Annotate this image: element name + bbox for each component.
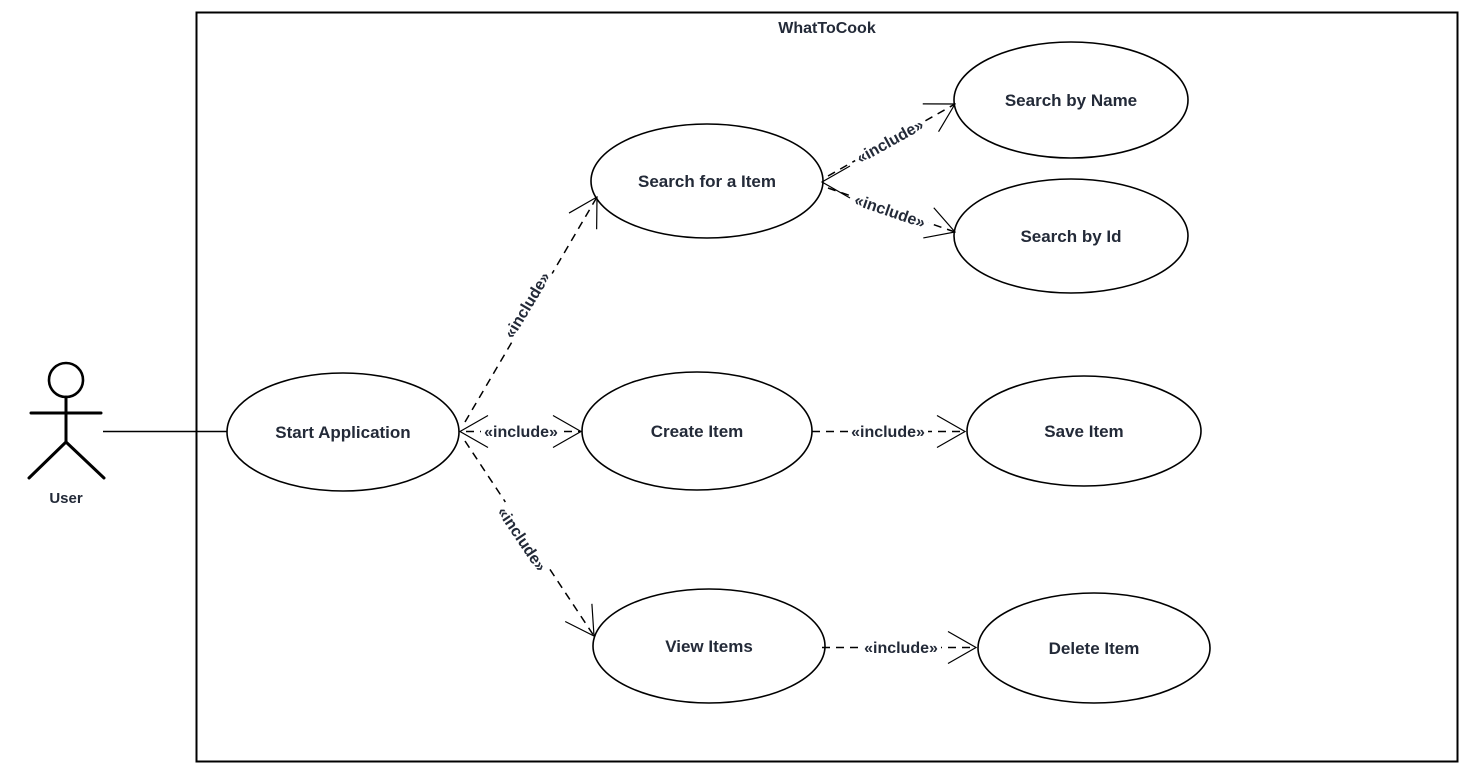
usecase-start-application: Start Application — [226, 372, 460, 492]
label-bg — [861, 637, 941, 658]
actor-legs-icon — [27, 440, 106, 480]
edge-include-search-byid — [827, 187, 957, 239]
label-bg — [491, 500, 553, 578]
usecase-ellipse — [592, 588, 826, 704]
label-bg — [481, 421, 561, 442]
svg-text:«include»: «include» — [484, 424, 558, 441]
actor-head-icon — [47, 361, 85, 399]
svg-text:«include»: «include» — [864, 640, 938, 657]
user-actor: User — [27, 361, 106, 507]
usecase-label: Save Item — [1044, 422, 1123, 441]
label-bg — [848, 188, 932, 234]
label-bg — [848, 421, 928, 442]
usecase-view-items: View Items — [592, 588, 826, 704]
usecase-ellipse — [966, 375, 1202, 487]
include-label: «include» — [848, 421, 928, 442]
usecase-search-by-name: Search by Name — [953, 41, 1189, 159]
usecase-ellipse — [977, 592, 1211, 704]
usecase-label: Delete Item — [1049, 639, 1140, 658]
usecase-search-by-id: Search by Id — [953, 178, 1189, 294]
usecase-ellipse — [953, 41, 1189, 159]
back-arrowhead-start-application-icon — [458, 414, 489, 449]
actor-label: User — [49, 490, 83, 507]
include-label: «include» — [861, 637, 941, 658]
label-bg — [497, 265, 557, 345]
label-bg — [850, 112, 930, 170]
usecase-label: Create Item — [651, 422, 744, 441]
svg-text:«include»: «include» — [851, 424, 925, 441]
back-arrowhead-search-for-item-icon — [820, 165, 851, 199]
usecase-delete-item: Delete Item — [977, 592, 1211, 704]
usecase-label: Start Application — [275, 423, 410, 442]
usecase-label: View Items — [665, 637, 753, 656]
usecase-search-for-a-item: Search for a Item — [590, 123, 824, 239]
usecase-save-item: Save Item — [966, 375, 1202, 487]
usecase-label: Search for a Item — [638, 172, 776, 191]
include-label: «include» — [481, 421, 561, 442]
usecase-label: Search by Id — [1020, 227, 1121, 246]
system-boundary-title: WhatToCook — [778, 20, 876, 37]
usecase-create-item: Create Item — [581, 371, 813, 491]
usecase-label: Search by Name — [1005, 91, 1137, 110]
